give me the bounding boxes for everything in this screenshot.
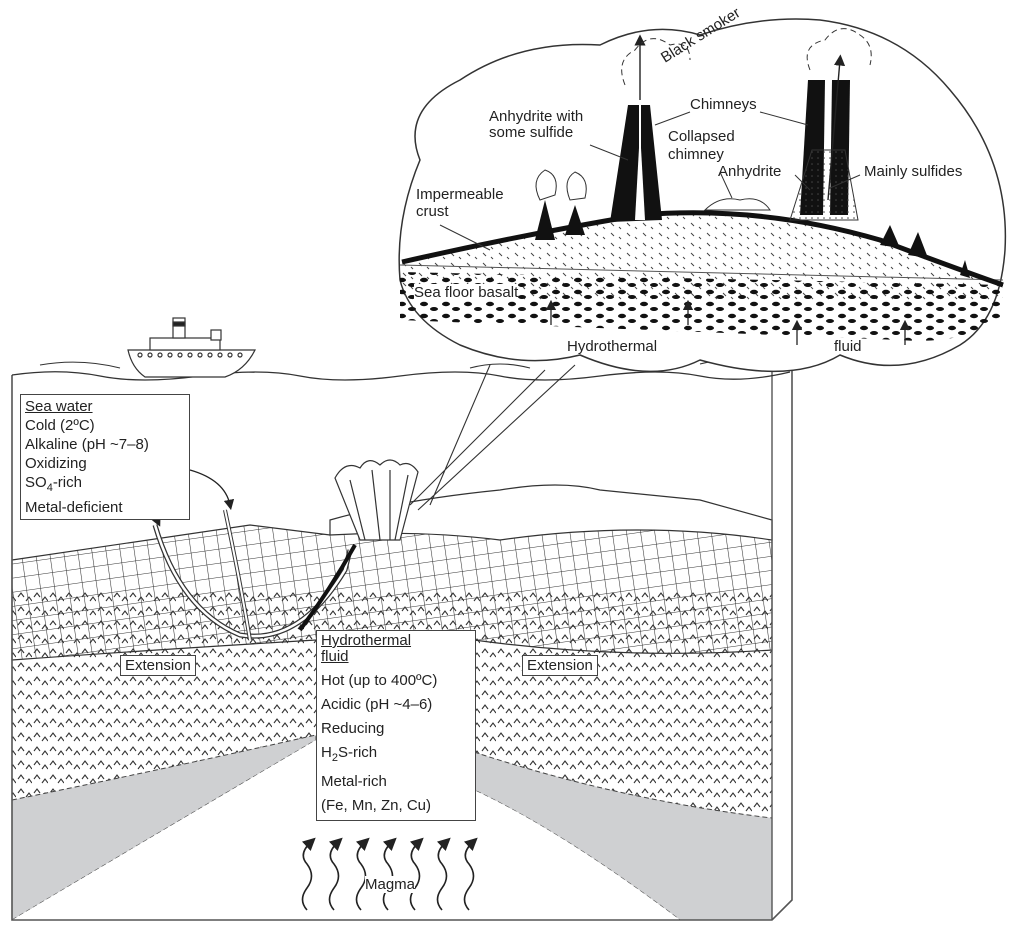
sea-water-line: Metal-deficient (25, 499, 123, 516)
callout-pointer (409, 364, 576, 511)
hydrothermal-line: (Fe, Mn, Zn, Cu) (321, 797, 432, 814)
hydrothermal-line: Reducing (321, 720, 385, 737)
magma-zone (12, 740, 680, 920)
label-anhydrite-with-sulfide-1: Anhydrite with (489, 108, 584, 125)
label-collapsed-chimney-1: Collapsed (668, 128, 735, 145)
hydrothermal-line: Metal-rich (321, 773, 387, 790)
label-chimneys: Chimneys (690, 96, 757, 113)
label-collapsed-chimney-2: chimney (668, 146, 724, 163)
label-impermeable-crust-1: Impermeable (416, 186, 504, 203)
label-fluid: fluid (834, 338, 862, 355)
extension-label-left: Extension (120, 655, 196, 676)
extension-label-right: Extension (522, 655, 598, 676)
sea-water-line: Cold (2ºC) (25, 417, 95, 434)
label-impermeable-crust-2: crust (416, 203, 449, 220)
magma-label: Magma (365, 876, 416, 893)
label-anhydrite: Anhydrite (718, 163, 782, 180)
sea-water-title: Sea water (25, 398, 93, 415)
label-mainly-sulfides: Mainly sulfides (864, 163, 963, 180)
hydrothermal-line: H2S-rich (321, 744, 378, 764)
ridge-surface (329, 484, 773, 541)
sea-water-line: Alkaline (pH ~7–8) (25, 436, 149, 453)
label-sea-floor-basalt: Sea floor basalt (414, 284, 519, 301)
hydrothermal-line: Acidic (pH ~4–6) (321, 696, 433, 713)
sea-water-line: SO4-rich (25, 474, 82, 494)
callout-bubble (398, 18, 1007, 373)
ship-illustration (127, 317, 256, 378)
hydrothermal-fluid-box: Hydrothermal fluid Hot (up to 400ºC) Aci… (316, 630, 476, 821)
label-anhydrite-with-sulfide-2: some sulfide (489, 124, 574, 141)
hydrothermal-title-1: Hydrothermal (321, 632, 412, 649)
hydrothermal-title-2: fluid (321, 648, 349, 665)
sea-water-box: Sea water Cold (2ºC) Alkaline (pH ~7–8) … (20, 394, 190, 520)
ridge-vents (334, 459, 419, 541)
hydrothermal-line: Hot (up to 400ºC) (321, 672, 438, 689)
sea-surface (11, 371, 791, 381)
sea-water-line: Oxidizing (25, 455, 87, 472)
label-hydrothermal: Hydrothermal (567, 338, 658, 355)
